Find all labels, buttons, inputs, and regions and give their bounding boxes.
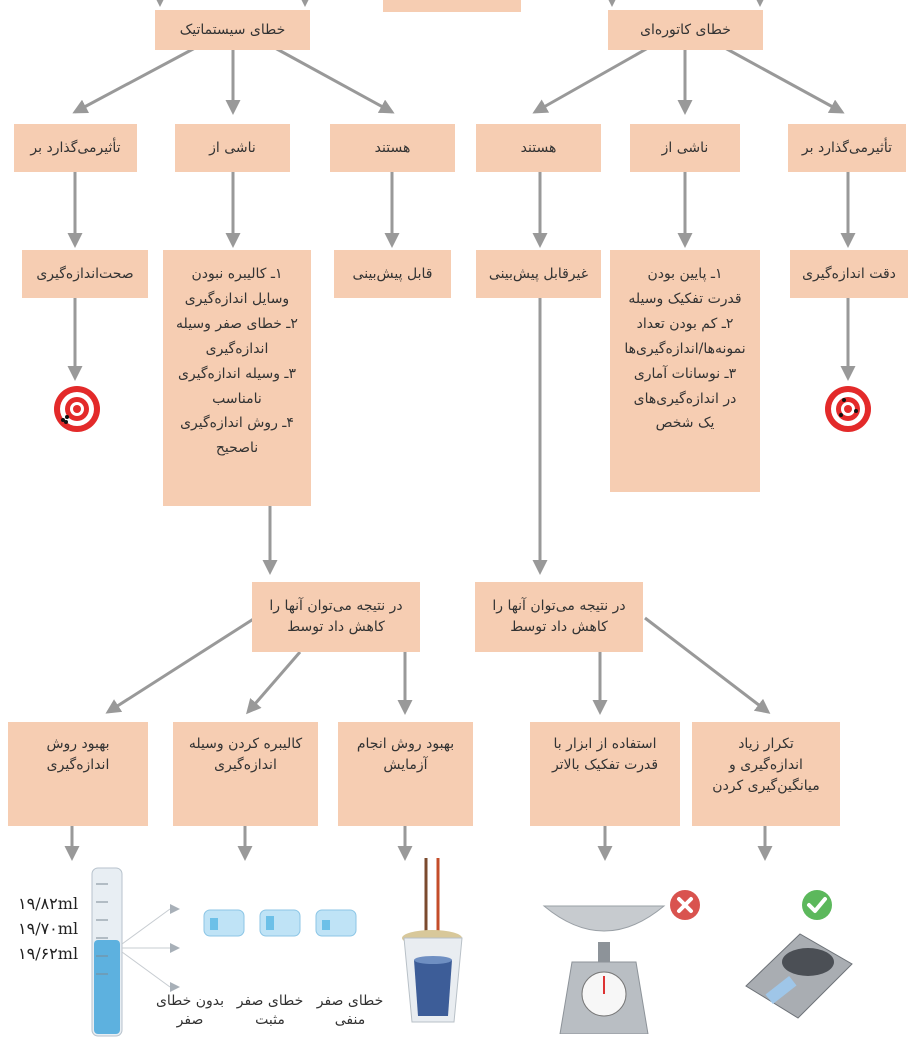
systematic-affects-label: تأثیرمی‌گذارد بر — [30, 139, 121, 156]
remedy-improve-measurement-text: بهبود روش اندازه‌گیری — [46, 736, 110, 773]
remedy-higher-resolution: استفاده از ابزار با قدرت تفکیک بالاتر — [530, 722, 680, 826]
random-unpredictable-box: غیرقابل پیش‌بینی — [476, 250, 601, 298]
random-precision-text: دقت اندازه‌گیری — [802, 265, 896, 282]
burette-reading-1: ۱۹/۸۲ml — [18, 894, 79, 913]
systematic-accuracy-text: صحت‌اندازه‌گیری — [36, 265, 134, 282]
experiment-beaker-illustration — [402, 858, 463, 1023]
label-no-zero-error: بدون خطای صفر — [155, 993, 225, 1028]
random-unpredictable-text: غیرقابل پیش‌بینی — [488, 265, 589, 282]
top-partial-box — [383, 0, 521, 12]
remedy-calibrate-device-text: کالیبره کردن وسیله اندازه‌گیری — [188, 736, 303, 773]
systematic-nature-label: هستند — [374, 139, 411, 156]
remedy-improve-experiment: بهبود روش انجام آزمایش — [338, 722, 473, 826]
systematic-cause-label: ناشی از — [209, 139, 256, 156]
random-reduce-box: در نتیجه می‌توان آنها را کاهش داد توسط — [475, 582, 643, 652]
target-icon-grouped — [825, 386, 871, 432]
random-nature-label: هستند — [520, 139, 557, 156]
systematic-nature-box: هستند — [330, 124, 455, 172]
random-error-box: خطای کاتوره‌ای — [608, 10, 763, 50]
systematic-causes-list: ۱ـ کالیبره نبودن وسایل اندازه‌گیری ۲ـ خط… — [176, 266, 298, 457]
red-cross-icon — [670, 890, 700, 920]
random-precision-box: دقت اندازه‌گیری — [790, 250, 908, 298]
remedy-improve-experiment-text: بهبود روش انجام آزمایش — [356, 736, 455, 773]
systematic-predictable-text: قابل پیش‌بینی — [352, 265, 433, 282]
label-positive-zero-error: خطای صفر مثبت — [236, 993, 304, 1028]
systematic-reduce-box: در نتیجه می‌توان آنها را کاهش داد توسط — [252, 582, 420, 652]
random-affects-label: تأثیرمی‌گذارد بر — [801, 139, 893, 156]
systematic-affects-box: تأثیرمی‌گذارد بر — [14, 124, 137, 172]
remedy-calibrate-device: کالیبره کردن وسیله اندازه‌گیری — [173, 722, 318, 826]
burette-illustration — [91, 867, 180, 1037]
random-affects-box: تأثیرمی‌گذارد بر — [788, 124, 906, 172]
systematic-accuracy-box: صحت‌اندازه‌گیری — [22, 250, 148, 298]
kitchen-scale-illustration — [542, 905, 666, 1034]
remedy-repeat-average: تکرار زیاد اندازه‌گیری و میانگین‌گیری کر… — [692, 722, 840, 826]
random-reduce-text: در نتیجه می‌توان آنها را کاهش داد توسط — [492, 598, 626, 635]
systematic-cause-box: ناشی از — [175, 124, 290, 172]
random-error-title: خطای کاتوره‌ای — [640, 21, 731, 38]
random-cause-label: ناشی از — [661, 139, 709, 156]
meniscus-zero-error-icons — [203, 909, 357, 937]
systematic-predictable-box: قابل پیش‌بینی — [334, 250, 451, 298]
systematic-reduce-text: در نتیجه می‌توان آنها را کاهش داد توسط — [269, 598, 403, 635]
random-causes-list: ۱ـ پایین بودن قدرت تفکیک وسیله ۲ـ کم بود… — [624, 266, 746, 432]
remedy-improve-measurement: بهبود روش اندازه‌گیری — [8, 722, 148, 826]
systematic-causes-box: ۱ـ کالیبره نبودن وسایل اندازه‌گیری ۲ـ خط… — [163, 250, 311, 506]
label-negative-zero-error: خطای صفر منفی — [316, 993, 384, 1028]
burette-reading-2: ۱۹/۷۰ml — [18, 919, 79, 938]
systematic-error-box: خطای سیستماتیک — [155, 10, 310, 50]
systematic-error-title: خطای سیستماتیک — [179, 21, 286, 38]
target-icon-scattered — [54, 386, 100, 432]
random-causes-box: ۱ـ پایین بودن قدرت تفکیک وسیله ۲ـ کم بود… — [610, 250, 760, 492]
green-check-icon — [802, 890, 832, 920]
burette-reading-3: ۱۹/۶۲ml — [18, 944, 79, 963]
digital-scale-illustration — [745, 933, 853, 1019]
random-cause-box: ناشی از — [630, 124, 740, 172]
random-nature-box: هستند — [476, 124, 601, 172]
remedy-repeat-average-text: تکرار زیاد اندازه‌گیری و میانگین‌گیری کر… — [712, 736, 820, 794]
remedy-higher-resolution-text: استفاده از ابزار با قدرت تفکیک بالاتر — [551, 736, 659, 773]
